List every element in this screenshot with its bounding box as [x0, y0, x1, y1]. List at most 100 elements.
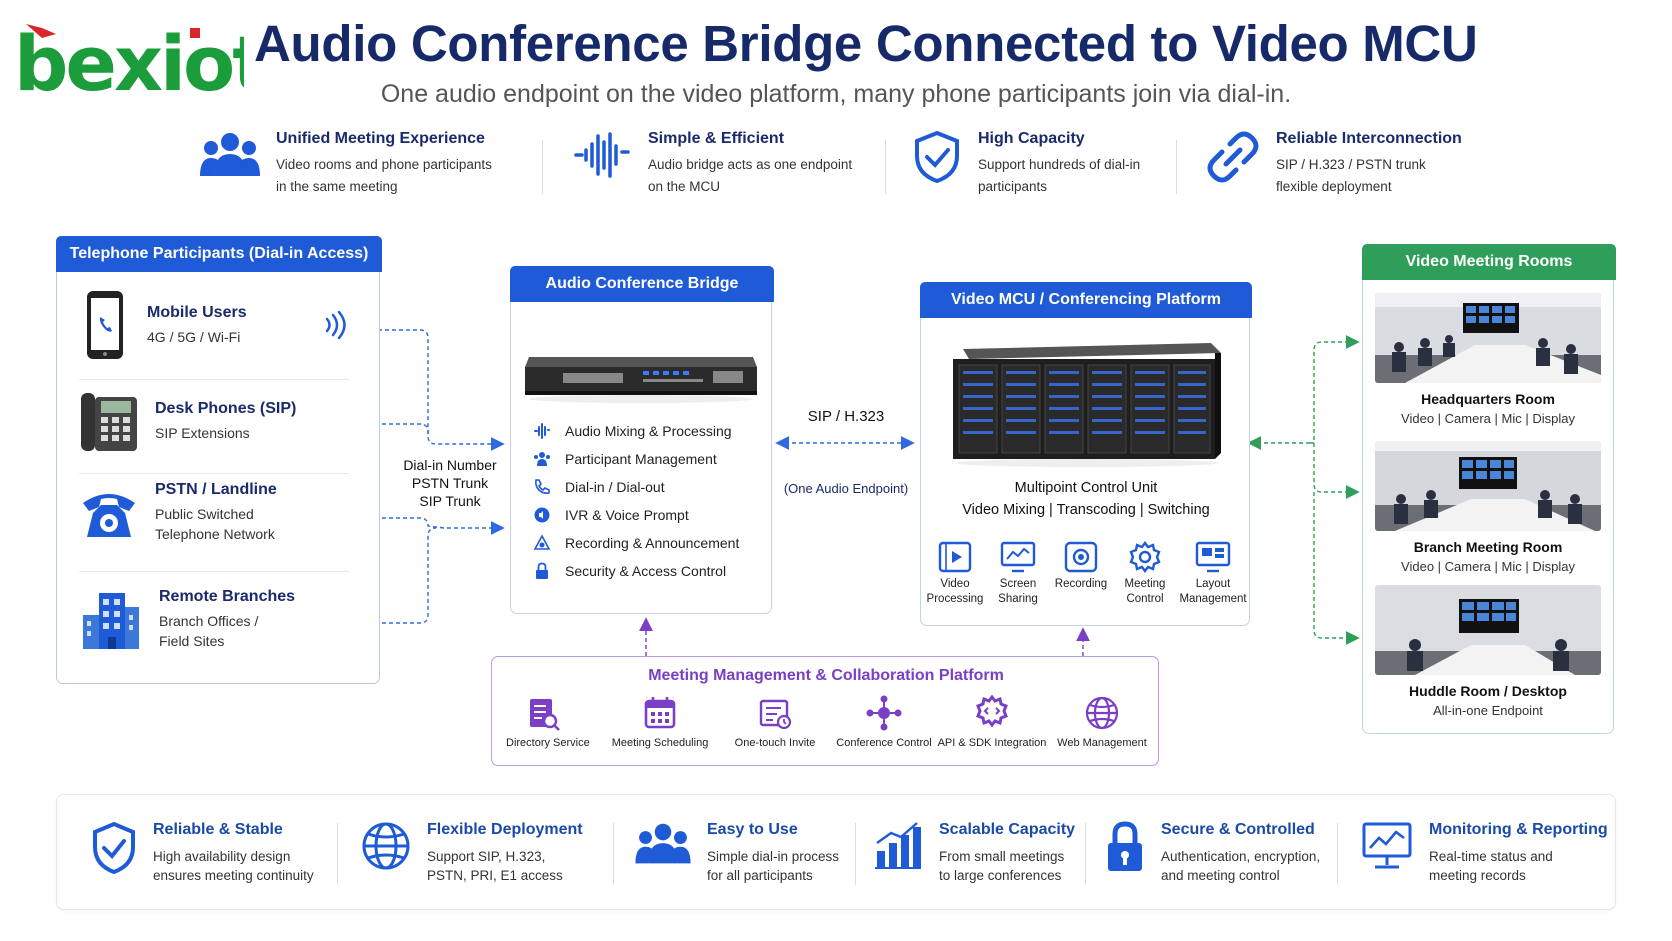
landline-phone-icon	[83, 493, 135, 537]
participant-desk-phones: Desk Phones (SIP)SIP Extensions	[79, 389, 349, 453]
waveform-icon	[534, 423, 550, 439]
globe-icon	[362, 822, 410, 870]
shield-check-icon	[93, 821, 135, 875]
screen-share-icon	[1000, 541, 1036, 573]
bridge-item: Security & Access Control	[533, 557, 739, 585]
mgmt-meeting-scheduling: Meeting Scheduling	[610, 695, 710, 749]
divider	[885, 140, 886, 194]
globe-icon	[1085, 696, 1119, 730]
users-icon	[200, 133, 260, 176]
mgmt-one-touch-invite: One-touch Invite	[730, 695, 820, 749]
bridge-function-list: Audio Mixing & Processing Participant Ma…	[533, 417, 739, 585]
waveform-icon	[574, 132, 630, 178]
recording-icon	[533, 534, 551, 550]
link-icon	[1207, 131, 1259, 183]
panel-header: Meeting Management & Collaboration Platf…	[648, 667, 1004, 684]
meeting-room-photo	[1375, 293, 1601, 383]
bridge-device-image	[525, 357, 757, 403]
network-control-icon	[866, 695, 902, 731]
phone-icon	[535, 479, 550, 494]
page-subtitle: One audio endpoint on the video platform…	[380, 80, 1292, 108]
panel-header: Video MCU / Conferencing Platform	[920, 282, 1252, 318]
mobile-phone-icon	[87, 291, 123, 359]
audio-conference-bridge-panel: Audio Conference Bridge Audio Mixing & P…	[510, 266, 774, 614]
monitor-chart-icon	[1362, 822, 1412, 869]
desk-phone-icon	[81, 393, 137, 451]
mcu-server-rack-image	[953, 343, 1221, 467]
panel-header: Video Meeting Rooms	[1362, 244, 1616, 280]
lock-icon	[1108, 821, 1142, 871]
shield-check-icon	[915, 130, 959, 184]
signal-waves-icon	[325, 311, 346, 339]
video-play-icon	[938, 541, 972, 573]
users-icon	[635, 823, 691, 864]
divider	[542, 140, 543, 194]
panel-header: Telephone Participants (Dial-in Access)	[56, 236, 382, 272]
huddle-room-photo	[1375, 585, 1601, 675]
divider	[613, 823, 614, 885]
meeting-management-panel: Meeting Management & Collaboration Platf…	[491, 656, 1159, 766]
voice-prompt-icon	[534, 507, 550, 523]
mgmt-conference-control: Conference Control	[832, 695, 936, 749]
link-protocol-label: SIP / H.323	[807, 408, 885, 425]
brand-logo: bexiot bexiot	[12, 14, 270, 108]
link-note-label: (One Audio Endpoint)	[783, 481, 909, 496]
bridge-item: Dial-in / Dial-out	[533, 473, 739, 501]
mgmt-api-sdk-integration: API & SDK Integration	[932, 695, 1052, 749]
divider	[79, 379, 349, 380]
divider	[337, 823, 338, 885]
divider	[79, 473, 349, 474]
panel-header: Audio Conference Bridge	[510, 266, 774, 302]
invite-icon	[759, 699, 792, 730]
directory-icon	[530, 699, 560, 731]
users-icon	[534, 452, 550, 466]
bar-chart-icon	[875, 822, 921, 869]
bridge-item: Recording & Announcement	[533, 529, 739, 557]
divider	[79, 571, 349, 572]
page-title: Audio Conference Bridge Connected to Vid…	[254, 15, 1478, 72]
divider	[1085, 823, 1086, 885]
meeting-room-photo	[1375, 441, 1601, 531]
mcu-function-recording: Recording	[1051, 541, 1111, 592]
svg-text:bexiot: bexiot	[14, 19, 244, 100]
mgmt-web-management: Web Management	[1052, 695, 1152, 749]
mgmt-directory-service: Directory Service	[506, 695, 590, 749]
divider	[855, 823, 856, 885]
api-gear-icon	[976, 695, 1008, 728]
layout-icon	[1195, 541, 1231, 573]
telephone-participants-panel: Telephone Participants (Dial-in Access) …	[56, 236, 382, 684]
video-mcu-panel: Video MCU / Conferencing Platform Multip…	[920, 282, 1252, 626]
lock-icon	[536, 562, 548, 579]
divider	[1337, 823, 1338, 885]
bridge-item: IVR & Voice Prompt	[533, 501, 739, 529]
gear-icon	[1129, 541, 1161, 573]
bridge-item: Audio Mixing & Processing	[533, 417, 739, 445]
building-icon	[83, 593, 139, 649]
calendar-icon	[644, 697, 676, 729]
bexiot-logo-icon: bexiot	[14, 19, 270, 108]
bridge-item: Participant Management	[533, 445, 739, 473]
